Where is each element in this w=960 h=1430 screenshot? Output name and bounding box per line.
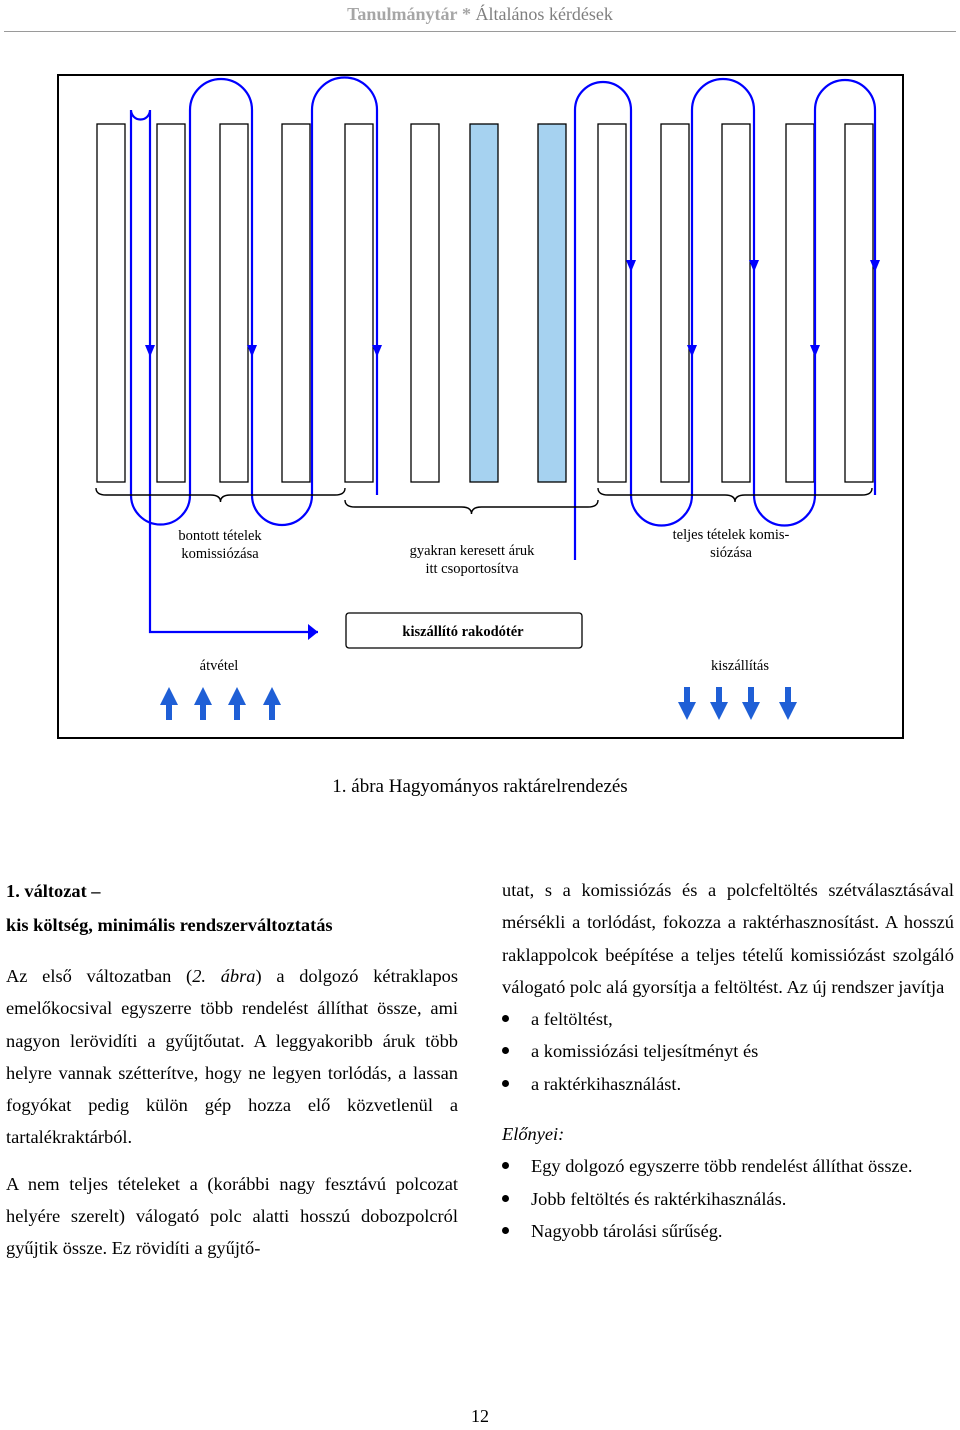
p1-lead: Az első változatban ( — [6, 966, 193, 986]
figure-caption: 1. ábra Hagyományos raktárelrendezés — [332, 776, 628, 797]
right-picking-route — [573, 77, 877, 560]
route-direction-arrow — [687, 345, 697, 357]
outgoing-arrow-icon — [742, 687, 760, 720]
advantages-list: Egy dolgozó egyszerre több rendelést áll… — [502, 1150, 954, 1247]
p1-body: ) a dolgozó kétraklapos emelőkocsival eg… — [6, 966, 458, 1148]
storage-rack — [721, 123, 751, 483]
list-item-text: Egy dolgozó egyszerre több rendelést áll… — [531, 1156, 913, 1177]
brace-gyakran — [344, 499, 599, 515]
list-item: a raktérkihasználást. — [502, 1068, 954, 1100]
dock-label: kiszállító rakodótér — [402, 624, 524, 640]
outgoing-arrow-icon — [710, 687, 728, 720]
picking-route-group — [129, 76, 880, 640]
list-item-text: a feltöltést, — [531, 1009, 613, 1030]
spacer — [6, 942, 458, 960]
left-picking-route — [129, 76, 379, 628]
storage-rack — [219, 123, 249, 483]
list-item-text: a raktérkihasználást. — [531, 1073, 682, 1094]
bullet-icon — [502, 1194, 509, 1202]
right-paragraph-1: utat, s a komissiózás és a polcfeltöltés… — [502, 880, 954, 997]
storage-rack — [410, 123, 440, 483]
section-title-line2: kis költség, minimális rendszerváltoztat… — [6, 915, 333, 935]
list-item: Jobb feltöltés és raktérkihasználás. — [502, 1183, 954, 1215]
brace-teljes — [597, 487, 873, 503]
left-paragraph-1: Az első változatban (2. ábra) a dolgozó … — [6, 960, 458, 1154]
list-item: Nagyobb tárolási sűrűség. — [502, 1215, 954, 1247]
route-direction-arrow — [626, 260, 636, 272]
storage-rack — [660, 123, 690, 483]
left-paragraph-2: A nem teljes tételeket a (korábbi nagy f… — [6, 1173, 458, 1259]
label-gyakran-line1: gyakran keresett áruk — [410, 543, 536, 559]
header-section: Általános kérdések — [475, 4, 613, 24]
warehouse-layout-diagram: bontott tételek komissiózása gyakran ker… — [57, 74, 904, 739]
brace-bontott — [95, 487, 346, 503]
label-teljes-line2: siózása — [710, 545, 752, 561]
brace-group — [95, 487, 873, 515]
header-rule — [4, 31, 956, 32]
storage-rack — [844, 123, 874, 483]
frequent-goods-rack — [469, 123, 499, 483]
section-title-line1: 1. változat – — [6, 881, 101, 901]
advantages-title: Előnyei: — [502, 1124, 565, 1145]
route-arrowhead — [308, 624, 318, 640]
route-to-dock — [148, 628, 318, 634]
label-gyakran-line2: itt csoportosítva — [425, 561, 519, 577]
header-separator: * — [461, 4, 471, 24]
storage-rack — [597, 123, 627, 483]
improvement-list: a feltöltést, a komissiózási teljesítmén… — [502, 1003, 954, 1100]
bullet-icon — [502, 1015, 509, 1023]
incoming-arrow-icon — [228, 687, 246, 720]
running-header: Tanulmánytár * Általános kérdések — [0, 0, 960, 30]
warehouse-outline — [57, 74, 904, 739]
label-atvetel: átvétel — [200, 658, 239, 674]
spacer — [6, 1154, 458, 1168]
label-bontott-line2: komissiózása — [181, 546, 259, 562]
right-column: utat, s a komissiózás és a polcfeltöltés… — [502, 874, 954, 1247]
label-kiszallitas: kiszállítás — [711, 658, 769, 674]
route-direction-arrow — [810, 345, 820, 357]
dock-box — [345, 612, 583, 649]
outgoing-arrow-icon — [678, 687, 696, 720]
route-direction-arrow — [870, 260, 880, 272]
bullet-icon — [502, 1047, 509, 1055]
route-direction-arrow — [749, 260, 759, 272]
storage-rack — [156, 123, 186, 483]
incoming-arrow-icon — [263, 687, 281, 720]
storage-rack — [785, 123, 815, 483]
label-bontott-line1: bontott tételek — [178, 528, 262, 544]
dock-arrow-group — [160, 687, 797, 720]
list-item-text: a komissiózási teljesítményt és — [531, 1041, 759, 1062]
left-column: 1. változat – kis költség, minimális ren… — [6, 874, 458, 1265]
storage-rack — [96, 123, 126, 483]
bullet-icon — [502, 1079, 509, 1087]
bullet-icon — [502, 1162, 509, 1170]
list-item: a feltöltést, — [502, 1003, 954, 1035]
route-direction-arrow — [372, 345, 382, 357]
list-item-text: Jobb feltöltés és raktérkihasználás. — [531, 1188, 787, 1209]
list-item: Egy dolgozó egyszerre több rendelést áll… — [502, 1150, 954, 1182]
route-direction-arrow — [145, 345, 155, 357]
spacer — [502, 1100, 954, 1118]
rack-group — [96, 123, 874, 483]
label-teljes-line1: teljes tételek komis- — [673, 527, 790, 543]
storage-rack — [344, 123, 374, 483]
list-item: a komissiózási teljesítményt és — [502, 1035, 954, 1067]
frequent-goods-rack — [537, 123, 567, 483]
incoming-arrow-icon — [160, 687, 178, 720]
page-number: 12 — [471, 1406, 489, 1426]
storage-rack — [281, 123, 311, 483]
bullet-icon — [502, 1226, 509, 1234]
figure-reference: 2. ábra — [192, 966, 256, 986]
list-item-text: Nagyobb tárolási sűrűség. — [531, 1220, 723, 1241]
route-direction-arrow — [247, 345, 257, 357]
outgoing-arrow-icon — [779, 687, 797, 720]
incoming-arrow-icon — [194, 687, 212, 720]
header-brand: Tanulmánytár — [347, 4, 458, 24]
